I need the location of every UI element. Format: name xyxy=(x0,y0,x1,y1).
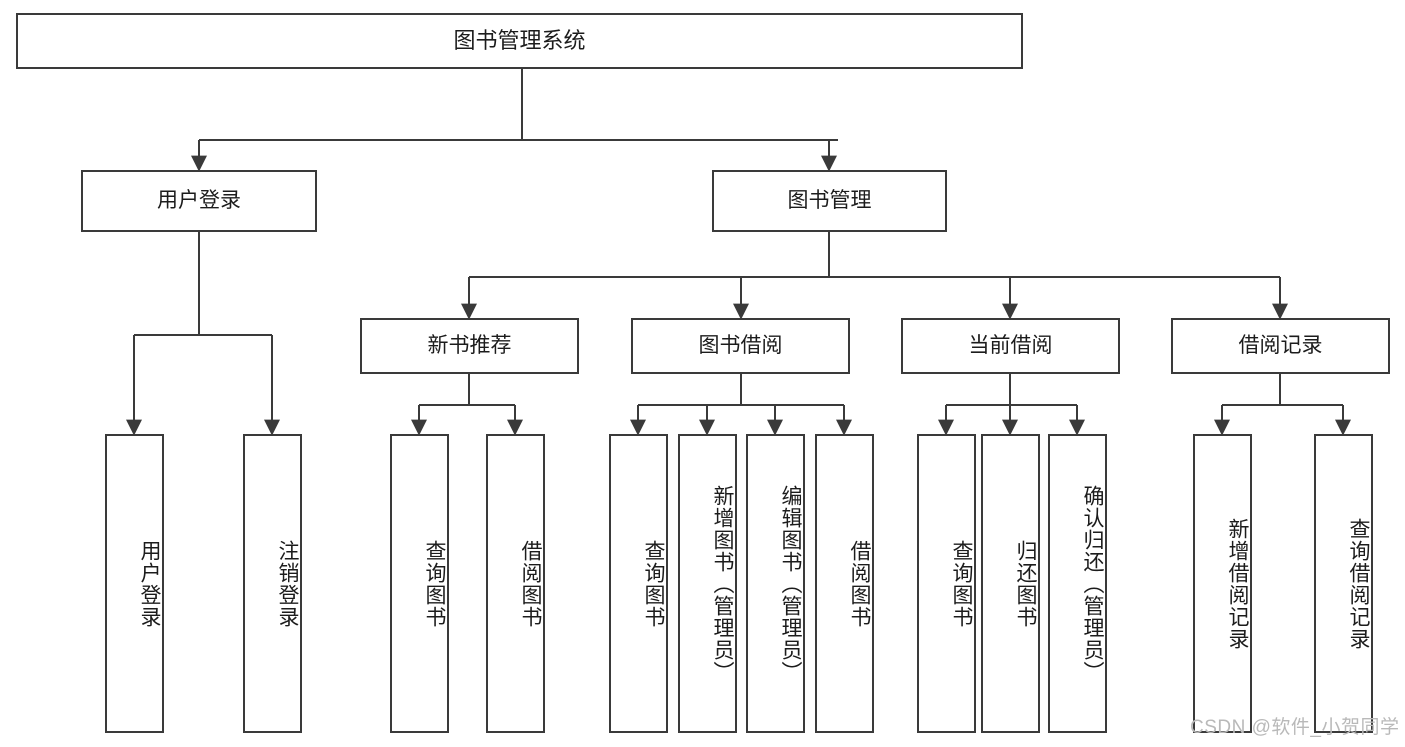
node-leaf-query-book-bb[interactable]: 查询图书 xyxy=(609,434,668,733)
node-book-borrow[interactable]: 图书借阅 xyxy=(631,318,850,374)
node-root-label: 图书管理系统 xyxy=(453,28,586,54)
node-leaf-edit-book-label: 编辑图书（管理员） xyxy=(779,484,802,683)
node-root[interactable]: 图书管理系统 xyxy=(16,13,1023,69)
node-borrow-record[interactable]: 借阅记录 xyxy=(1171,318,1390,374)
node-leaf-return-book[interactable]: 归还图书 xyxy=(981,434,1040,733)
node-leaf-return-book-label: 归还图书 xyxy=(1014,539,1037,628)
node-new-book-rec-label: 新书推荐 xyxy=(427,333,512,357)
node-leaf-logout-label: 注销登录 xyxy=(276,539,299,628)
node-user-login-label: 用户登录 xyxy=(157,188,241,212)
node-current-borrow[interactable]: 当前借阅 xyxy=(901,318,1120,374)
node-leaf-add-record-label: 新增借阅记录 xyxy=(1226,517,1249,650)
csdn-watermark: CSDN @软件_小贺同学 xyxy=(1190,717,1400,738)
node-leaf-user-login[interactable]: 用户登录 xyxy=(105,434,164,733)
node-leaf-query-book-rec[interactable]: 查询图书 xyxy=(390,434,449,733)
node-leaf-query-book-cb-label: 查询图书 xyxy=(950,539,973,628)
node-current-borrow-label: 当前借阅 xyxy=(968,333,1053,357)
node-leaf-user-login-label: 用户登录 xyxy=(138,539,161,628)
node-book-manage-label: 图书管理 xyxy=(787,188,872,212)
node-new-book-rec[interactable]: 新书推荐 xyxy=(360,318,579,374)
node-leaf-add-book-label: 新增图书（管理员） xyxy=(711,484,734,683)
node-leaf-borrow-book-bb-label: 借阅图书 xyxy=(848,539,871,628)
node-leaf-query-record[interactable]: 查询借阅记录 xyxy=(1314,434,1373,733)
node-leaf-query-book-bb-label: 查询图书 xyxy=(642,539,665,628)
node-leaf-confirm-return-label: 确认归还（管理员） xyxy=(1081,484,1104,683)
node-leaf-query-record-label: 查询借阅记录 xyxy=(1347,517,1370,650)
node-leaf-add-record[interactable]: 新增借阅记录 xyxy=(1193,434,1252,733)
node-borrow-record-label: 借阅记录 xyxy=(1238,333,1323,357)
node-leaf-add-book[interactable]: 新增图书（管理员） xyxy=(678,434,737,733)
node-book-manage[interactable]: 图书管理 xyxy=(712,170,947,232)
node-book-borrow-label: 图书借阅 xyxy=(698,333,783,357)
node-leaf-edit-book[interactable]: 编辑图书（管理员） xyxy=(746,434,805,733)
node-leaf-borrow-book-rec[interactable]: 借阅图书 xyxy=(486,434,545,733)
node-leaf-confirm-return[interactable]: 确认归还（管理员） xyxy=(1048,434,1107,733)
node-leaf-logout[interactable]: 注销登录 xyxy=(243,434,302,733)
node-leaf-borrow-book-bb[interactable]: 借阅图书 xyxy=(815,434,874,733)
node-leaf-query-book-cb[interactable]: 查询图书 xyxy=(917,434,976,733)
node-user-login[interactable]: 用户登录 xyxy=(81,170,317,232)
node-leaf-query-book-rec-label: 查询图书 xyxy=(423,539,446,628)
node-leaf-borrow-book-rec-label: 借阅图书 xyxy=(519,539,542,628)
